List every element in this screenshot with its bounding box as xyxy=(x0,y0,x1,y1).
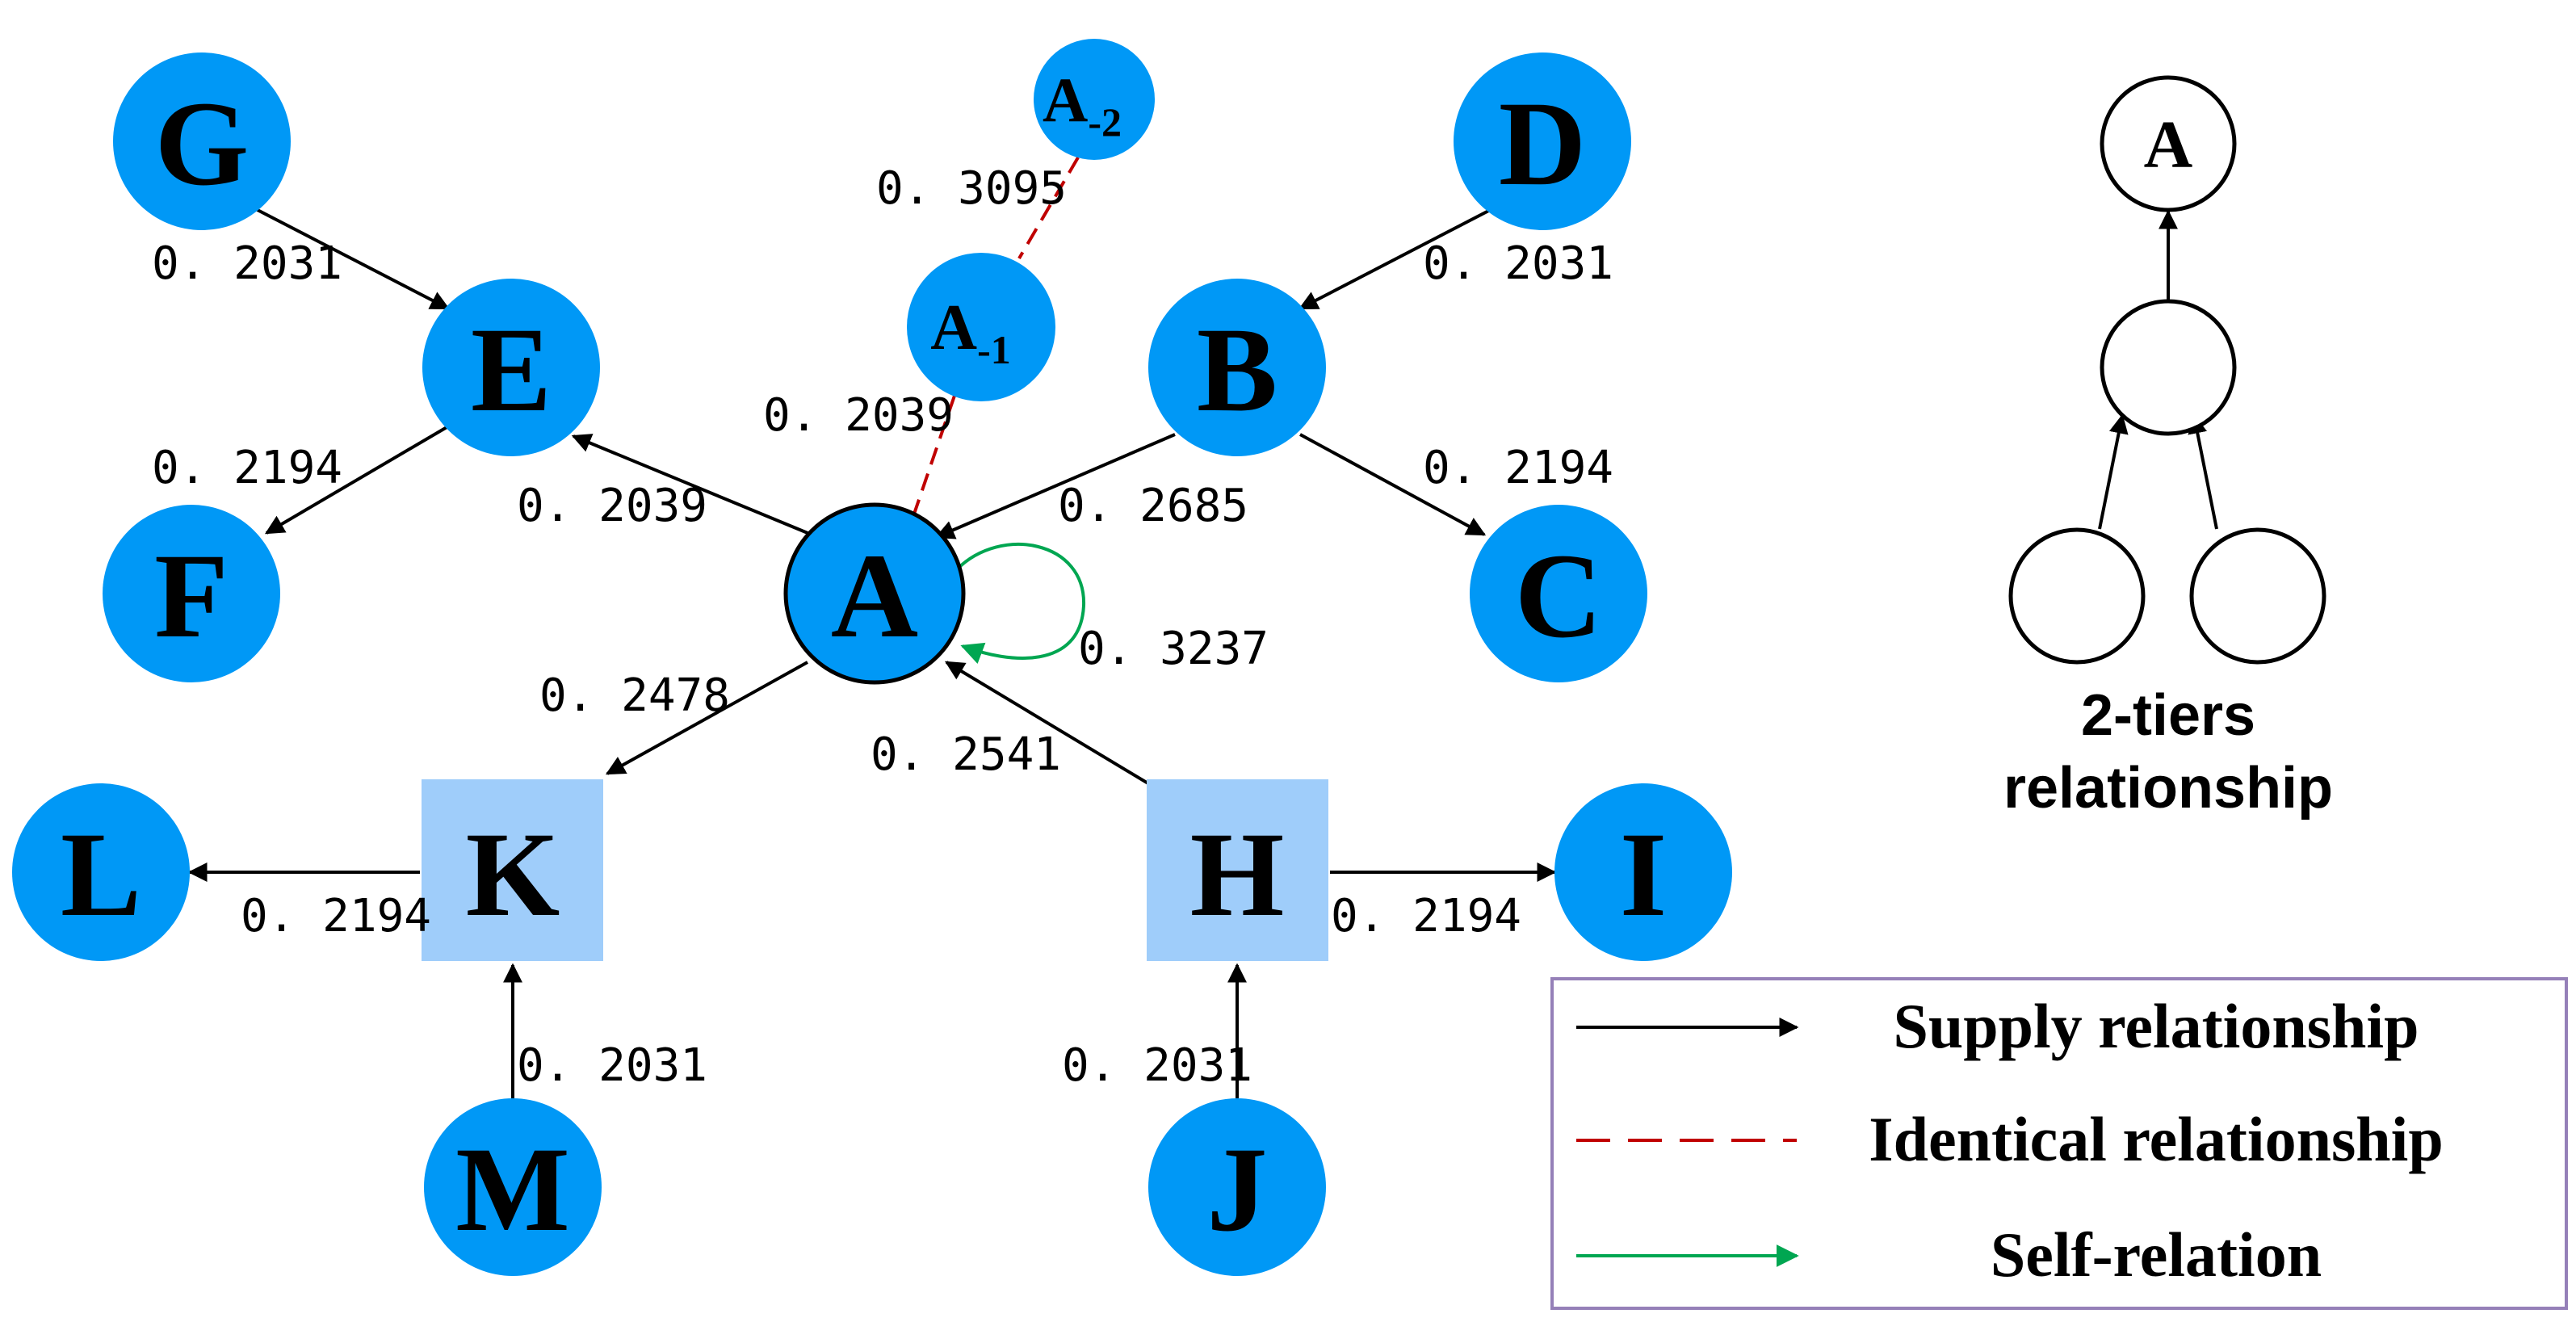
node-a-minus-1-label: A xyxy=(930,292,977,363)
edge-e-f xyxy=(264,425,450,535)
edge-label-h-i: 0. 2194 xyxy=(1331,890,1521,942)
edge-h-a xyxy=(944,661,1152,787)
node-b: B xyxy=(1148,279,1326,456)
edge-a-k xyxy=(605,661,808,775)
node-e-label: E xyxy=(471,303,552,437)
edge-label-a2-a1: 0. 3095 xyxy=(876,162,1067,215)
node-c-label: C xyxy=(1515,529,1602,663)
edge-g-e xyxy=(254,207,451,310)
inset-edge-right-middle xyxy=(2188,413,2218,530)
node-c: C xyxy=(1470,505,1647,682)
inset-caption-line2: relationship xyxy=(2003,756,2333,820)
inset-node-bottom-left xyxy=(2008,527,2146,665)
edge-a-self xyxy=(955,543,1086,665)
edge-b-c xyxy=(1299,433,1487,536)
inset-edge-left-middle xyxy=(2098,413,2129,530)
two-tier-inset: A 2-tiers relationship xyxy=(2003,75,2333,820)
node-f-label: F xyxy=(154,529,229,663)
node-a-minus-2: A-2 xyxy=(1034,39,1155,160)
node-e: E xyxy=(422,279,600,456)
node-k-label: K xyxy=(466,808,560,942)
edges xyxy=(187,156,1557,1100)
node-a-minus-1-subscript: -1 xyxy=(977,327,1011,372)
edge-label-b-c: 0. 2194 xyxy=(1423,442,1613,494)
node-m-label: M xyxy=(455,1123,570,1257)
inset-node-middle xyxy=(2100,299,2237,436)
node-d-label: D xyxy=(1499,77,1586,211)
edge-label-e-f: 0. 2194 xyxy=(152,442,342,494)
node-j-label: J xyxy=(1207,1123,1268,1257)
edge-label-a-self: 0. 3237 xyxy=(1078,623,1269,675)
edge-b-a xyxy=(934,433,1176,539)
node-h: H xyxy=(1147,779,1328,961)
edge-label-j-h: 0. 2031 xyxy=(1062,1039,1252,1092)
node-g: G xyxy=(113,52,291,230)
inset-node-bottom-right xyxy=(2189,527,2326,665)
inset-node-top-label: A xyxy=(2144,107,2193,183)
node-a-label: A xyxy=(831,529,918,663)
edge-label-b-a: 0. 2685 xyxy=(1058,480,1248,532)
node-k: K xyxy=(422,779,603,961)
svg-text:A-2: A-2 xyxy=(1043,65,1122,145)
node-i-label: I xyxy=(1620,808,1667,942)
node-a-minus-1: A-1 xyxy=(907,253,1055,401)
edge-label-a-e: 0. 2039 xyxy=(517,480,707,532)
edge-a1-a xyxy=(909,395,956,524)
edge-a-e xyxy=(571,434,812,536)
edge-label-m-k: 0. 2031 xyxy=(517,1039,707,1092)
node-f: F xyxy=(103,505,280,682)
node-a-minus-2-label: A xyxy=(1043,65,1088,135)
nodes: G D A-2 A-1 E B xyxy=(12,39,1732,1276)
edge-label-d-b: 0. 2031 xyxy=(1423,237,1613,290)
edge-label-h-a: 0. 2541 xyxy=(871,728,1061,781)
legend-self-label: Self-relation xyxy=(1991,1219,2322,1290)
node-l: L xyxy=(12,783,190,961)
node-j: J xyxy=(1148,1098,1326,1276)
legend-identical-label: Identical relationship xyxy=(1869,1104,2443,1174)
inset-caption-line1: 2-tiers xyxy=(2081,683,2255,748)
svg-text:A-1: A-1 xyxy=(930,292,1010,372)
node-m: M xyxy=(424,1098,602,1276)
legend: Supply relationship Identical relationsh… xyxy=(1550,977,2568,1310)
edge-labels: 0. 2031 0. 2031 0. 3095 0. 2039 0. 2194 … xyxy=(152,162,1613,1092)
inset-node-top xyxy=(2100,75,2237,212)
legend-supply-label: Supply relationship xyxy=(1893,991,2419,1061)
legend-border xyxy=(1550,977,2568,1310)
edge-a2-a1 xyxy=(1017,156,1080,260)
node-d: D xyxy=(1454,52,1631,230)
edge-label-k-l: 0. 2194 xyxy=(241,890,431,942)
node-b-label: B xyxy=(1197,303,1278,437)
edge-label-a1-a: 0. 2039 xyxy=(763,389,954,442)
edge-label-g-e: 0. 2031 xyxy=(152,237,342,290)
node-g-label: G xyxy=(155,77,250,211)
node-l-label: L xyxy=(61,808,141,942)
edge-label-a-k: 0. 2478 xyxy=(539,669,730,722)
node-h-label: H xyxy=(1190,808,1285,942)
edge-d-b xyxy=(1298,204,1499,310)
node-i: I xyxy=(1554,783,1732,961)
node-a: A xyxy=(783,502,966,685)
node-a-minus-2-subscript: -2 xyxy=(1088,99,1122,145)
